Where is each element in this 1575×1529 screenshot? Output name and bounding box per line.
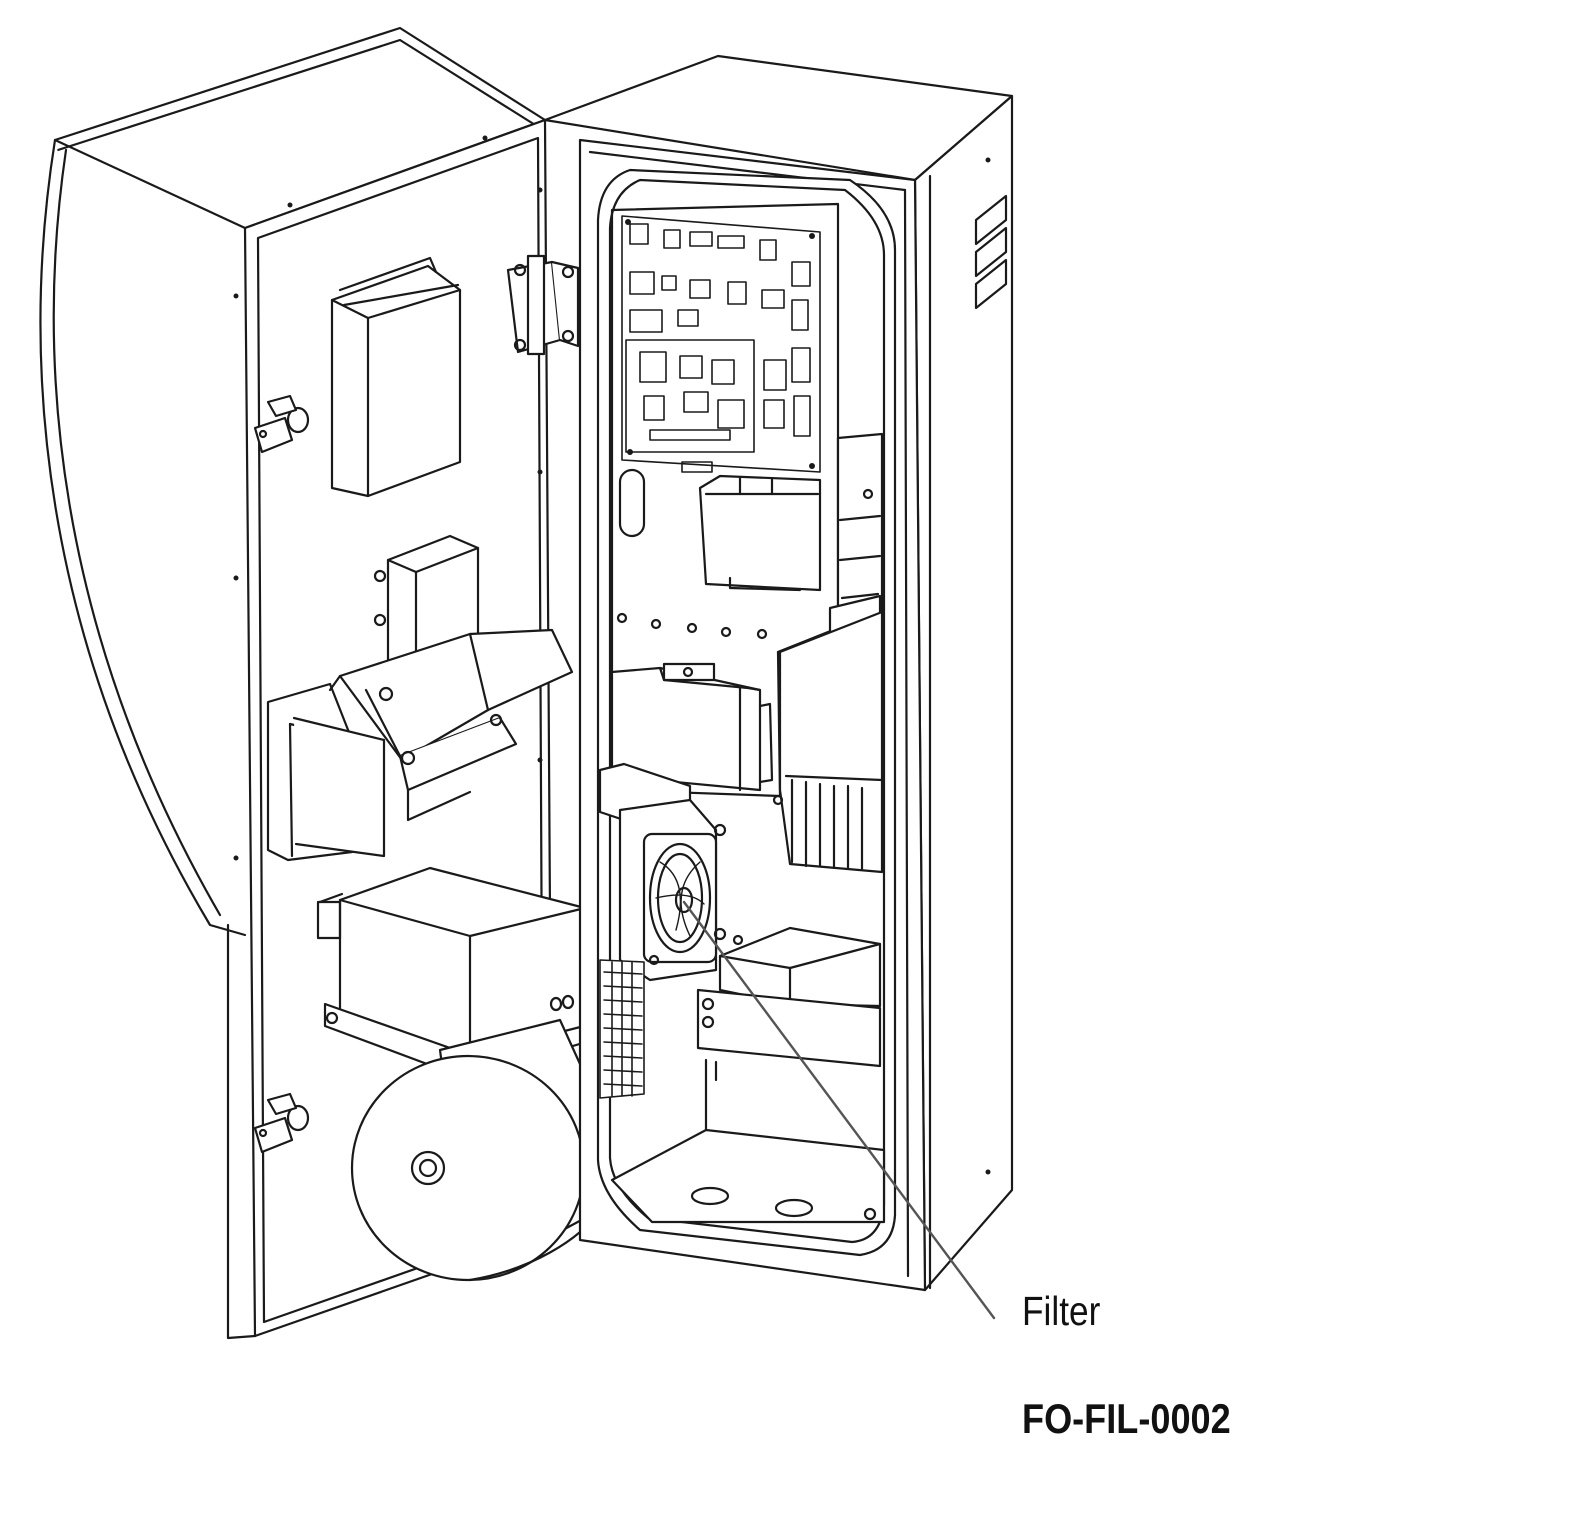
filter-leader-line [682,900,996,1320]
din-module [610,662,774,792]
door-latch-lower [253,1092,310,1154]
heat-sink [772,610,884,874]
door-hinge [506,254,580,356]
filter-label: Filter [1022,1288,1101,1334]
battery-box [696,926,882,1082]
control-board [621,215,821,473]
relay-block [698,474,822,592]
paper-roll [350,1018,612,1282]
door-latch-upper [253,394,310,454]
display-module [330,256,462,498]
terminal-strip [599,959,645,1099]
cabinet-floor [610,1058,886,1224]
ticket-dispenser [266,628,574,862]
part-number-label: FO-FIL-0002 [1022,1395,1231,1442]
